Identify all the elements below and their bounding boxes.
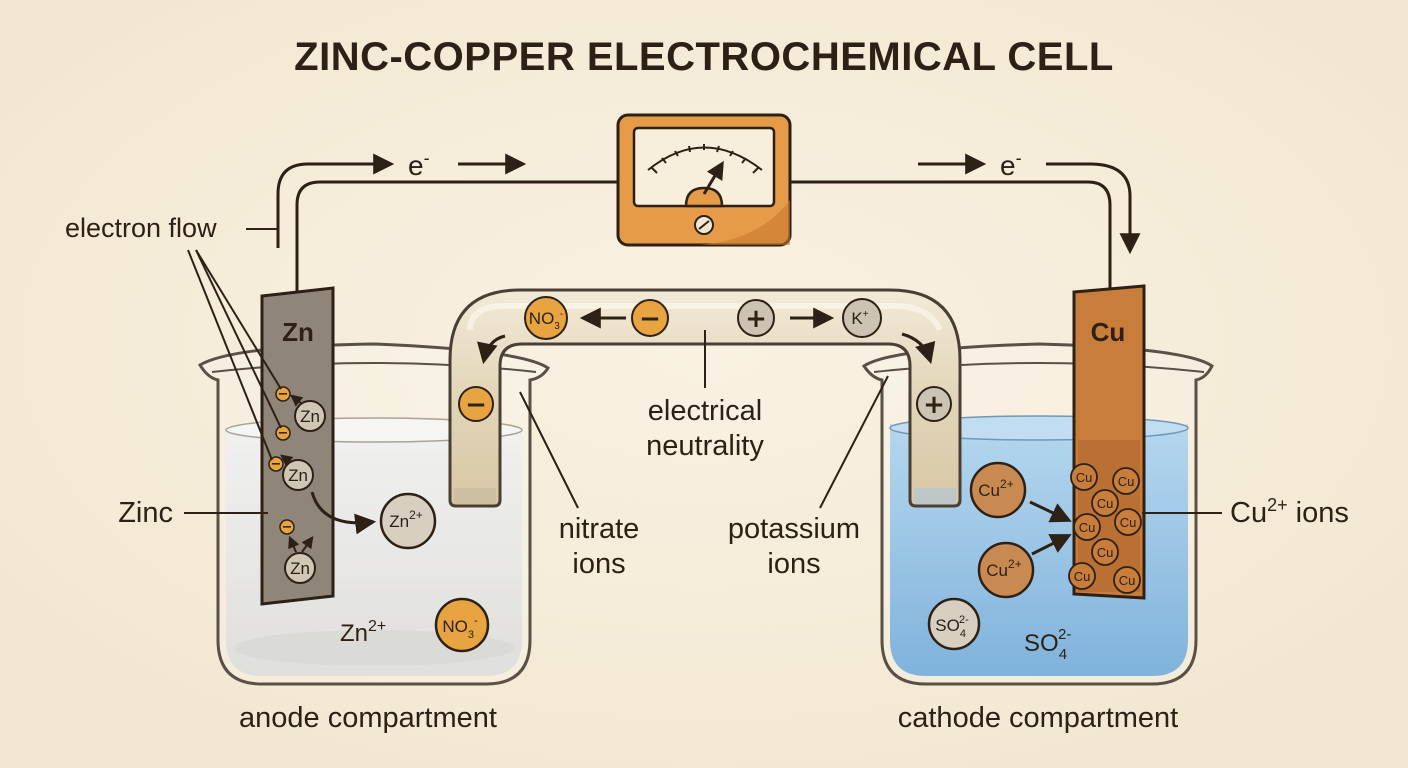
zinc-atom-1: Zn — [294, 400, 326, 432]
cathode-compartment-label: cathode compartment — [898, 702, 1178, 734]
copper-atom-2: Cu — [1112, 467, 1140, 495]
electron-flow-label: electron flow — [65, 213, 217, 243]
electron-label-left: e- — [408, 148, 430, 181]
bridge-nitrate-ion: NO3- — [524, 296, 568, 340]
svg-text:Cu: Cu — [1118, 474, 1135, 489]
svg-text:NO3-: NO3- — [442, 615, 478, 641]
svg-text:Cu: Cu — [1119, 573, 1136, 588]
electron-flow-leaders — [187, 228, 282, 461]
bridge-arrow-into-cathode — [901, 332, 936, 365]
svg-text:−: − — [639, 304, 661, 334]
bridge-arrow-into-anode — [477, 334, 506, 365]
copper-atom-1: Cu — [1070, 463, 1098, 491]
svg-text:NO3-: NO3- — [529, 309, 563, 332]
svg-text:Zn2+: Zn2+ — [389, 508, 423, 531]
electron-2: − — [275, 425, 291, 441]
zinc-ion-in-solution: Zn2+ — [379, 492, 437, 550]
anode-compartment-label: anode compartment — [239, 702, 497, 734]
svg-text:Zn: Zn — [290, 559, 310, 578]
svg-text:Cu2+: Cu2+ — [978, 477, 1013, 500]
zinc-label: Zinc — [118, 497, 173, 529]
neutrality-label-line2: neutrality — [646, 430, 764, 462]
svg-text:−: − — [282, 520, 293, 535]
bridge-anion: − — [631, 299, 669, 337]
svg-text:−: − — [271, 457, 282, 472]
external-wire — [276, 162, 1141, 292]
anode-zn2-label: Zn2+ — [340, 618, 386, 647]
zinc-atoms: Zn Zn Zn — [282, 400, 326, 584]
diagram-title: ZINC-COPPER ELECTROCHEMICAL CELL — [294, 35, 1114, 79]
svg-text:Cu: Cu — [1097, 496, 1114, 511]
zinc-ionization-arrow — [310, 491, 377, 535]
nitrate-leader — [519, 391, 579, 509]
potassium-leader — [819, 375, 889, 509]
svg-text:SO42-: SO42- — [935, 614, 969, 640]
svg-text:−: − — [278, 426, 289, 441]
bridge-potassium-ion: K+ — [842, 298, 882, 338]
electron-3: − — [268, 456, 284, 472]
copper-electrode-label: Cu — [1091, 317, 1126, 347]
svg-text:Cu2+: Cu2+ — [986, 557, 1021, 580]
salt-bridge — [448, 288, 962, 508]
svg-text:−: − — [278, 387, 289, 402]
anode-bridge-anion: − — [458, 386, 494, 422]
bridge-cation: + — [737, 299, 775, 337]
potassium-label-line1: potassium — [728, 513, 860, 545]
cathode-copper-ion-2: Cu2+ — [977, 541, 1035, 599]
zinc-atom-2: Zn — [282, 459, 314, 491]
nitrate-label-line2: ions — [572, 548, 625, 580]
copper-atom-3: Cu — [1091, 489, 1119, 517]
copper-deposit-atoms: Cu Cu Cu Cu Cu Cu Cu Cu — [1068, 463, 1142, 594]
nitrate-label-line1: nitrate — [559, 513, 640, 545]
svg-text:Zn: Zn — [288, 466, 308, 485]
svg-text:Zn: Zn — [300, 407, 320, 426]
potassium-label-line2: ions — [767, 548, 820, 580]
cathode-so4-label: SO42- — [1024, 626, 1071, 663]
copper-atom-6: Cu — [1091, 538, 1119, 566]
zinc-atom-3: Zn — [284, 552, 316, 584]
svg-text:Cu: Cu — [1076, 470, 1093, 485]
svg-text:Cu: Cu — [1097, 545, 1114, 560]
voltmeter — [616, 113, 792, 247]
electron-1: − — [275, 386, 291, 402]
anode-electrons: − − − − — [268, 386, 295, 535]
svg-text:K+: K+ — [851, 309, 868, 328]
svg-text:+: + — [923, 390, 945, 420]
electron-4: − — [279, 519, 295, 535]
copper-atom-8: Cu — [1113, 566, 1141, 594]
copper-deposition-arrow-2 — [1031, 534, 1072, 556]
svg-text:Cu: Cu — [1079, 520, 1096, 535]
svg-text:Cu: Cu — [1074, 569, 1091, 584]
copper-atom-7: Cu — [1068, 562, 1096, 590]
anode-nitrate-ion: NO3- — [434, 597, 490, 653]
cu-ions-label: Cu2+ ions — [1230, 495, 1349, 529]
svg-text:Cu: Cu — [1120, 515, 1137, 530]
svg-text:+: + — [745, 304, 767, 334]
cathode-sulfate-ion: SO42- — [927, 597, 981, 651]
zinc-electrode-label: Zn — [282, 317, 314, 347]
copper-atom-5: Cu — [1073, 513, 1101, 541]
cathode-bridge-cation: + — [916, 386, 952, 422]
electron-label-right: e- — [1000, 148, 1022, 181]
svg-text:−: − — [465, 390, 487, 420]
anode-small-arrows — [280, 394, 314, 553]
neutrality-label-line1: electrical — [648, 395, 762, 427]
copper-deposition-arrow-1 — [1029, 500, 1072, 523]
copper-atom-4: Cu — [1114, 508, 1142, 536]
cathode-copper-ion-1: Cu2+ — [969, 461, 1027, 519]
